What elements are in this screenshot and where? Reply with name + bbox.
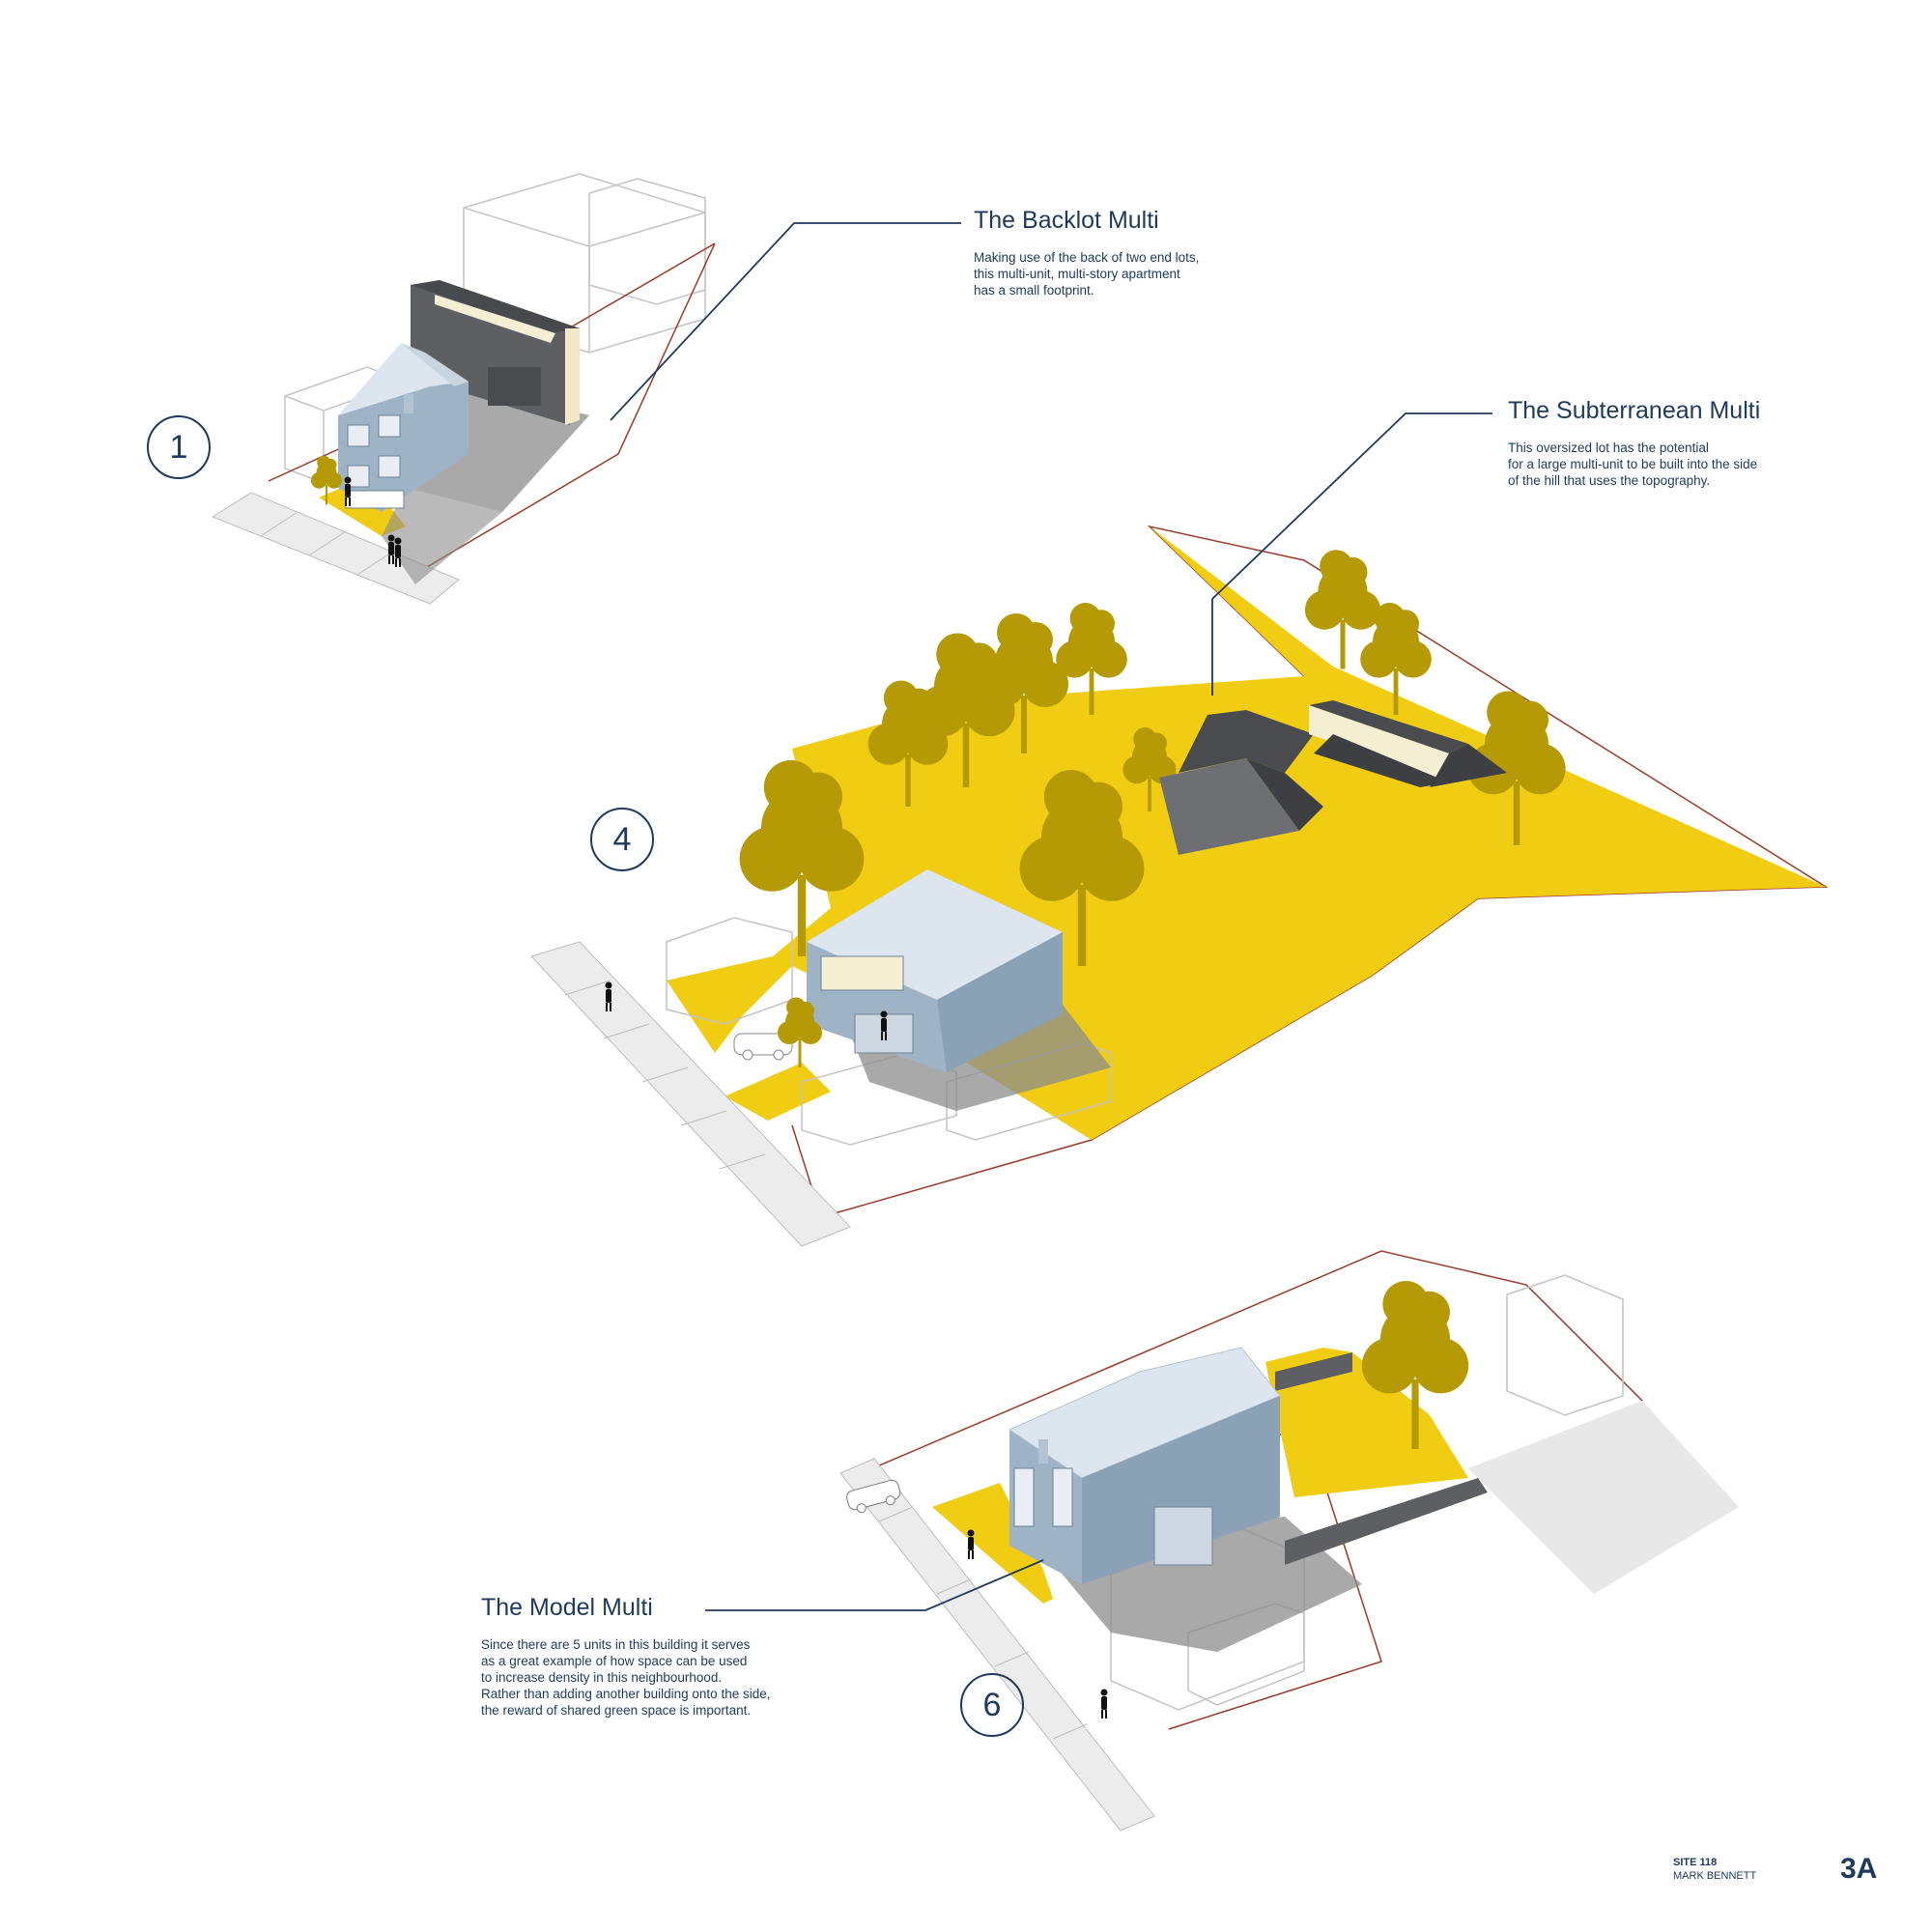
site-number-6-label: 6	[982, 1686, 1002, 1723]
site-1-description: Making use of the back of two end lots, …	[974, 249, 1199, 298]
site-1-desc-line-3: has a small footprint.	[974, 283, 1094, 298]
site-4-description: This oversized lot has the potential for…	[1508, 440, 1757, 489]
footer-site: SITE 118	[1673, 1857, 1718, 1868]
site-number-1-label: 1	[169, 428, 188, 466]
footer-author: MARK BENNETT	[1673, 1870, 1757, 1882]
site-1-drawing	[211, 173, 716, 605]
site-6-desc-line-3: to increase density in this neighbourhoo…	[481, 1670, 723, 1685]
site-6-drawing	[839, 1250, 1739, 1832]
site-6-description: Since there are 5 units in this building…	[481, 1636, 770, 1719]
site-1-desc-line-2: this multi-unit, multi-story apartment	[974, 267, 1180, 281]
site-6-desc-line-5: the reward of shared green space is impo…	[481, 1703, 752, 1718]
site-4-drawing	[530, 525, 1829, 1247]
site-number-4-label: 4	[612, 820, 632, 858]
site-1-desc-line-1: Making use of the back of two end lots,	[974, 250, 1200, 265]
site-6-desc-line-4: Rather than adding another building onto…	[481, 1687, 771, 1701]
site-1-title: The Backlot Multi	[974, 207, 1159, 234]
site-number-4: 4	[590, 808, 654, 871]
site-4-desc-line-1: This oversized lot has the potential	[1508, 440, 1709, 455]
site-number-1: 1	[147, 415, 211, 479]
site-6-title: The Model Multi	[481, 1594, 653, 1621]
site-4-desc-line-3: of the hill that uses the topography.	[1508, 473, 1711, 488]
leader-lines	[610, 222, 1492, 1611]
site-4-title: The Subterranean Multi	[1508, 397, 1761, 424]
sheet-number: 3A	[1840, 1853, 1878, 1885]
site-4-desc-line-2: for a large multi-unit to be built into …	[1508, 457, 1758, 471]
site-6-desc-line-1: Since there are 5 units in this building…	[481, 1637, 751, 1652]
site-number-6: 6	[960, 1673, 1024, 1737]
site-6-desc-line-2: as a great example of how space can be u…	[481, 1654, 748, 1668]
